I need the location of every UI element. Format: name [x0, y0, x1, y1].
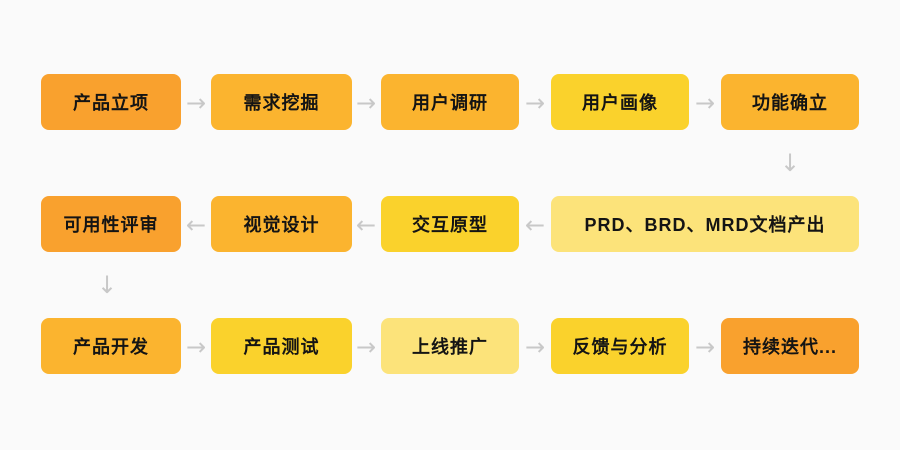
flow-node-label: 需求挖掘 [243, 93, 320, 113]
flow-node-feature-definition: 功能确立 [721, 74, 859, 130]
flow-node-product-testing: 产品测试 [211, 318, 352, 374]
flow-node-label: 上线推广 [412, 337, 488, 357]
flow-node-label: 持续迭代... [742, 337, 837, 357]
flow-node-requirement-mining: 需求挖掘 [211, 74, 352, 130]
flow-node-visual-design: 视觉设计 [211, 196, 352, 252]
flow-node-label: 产品开发 [73, 337, 149, 357]
arrow-right-icon: → [355, 333, 377, 361]
flow-node-label: 反馈与分析 [572, 337, 668, 357]
arrow-left-icon: ← [355, 211, 377, 239]
flow-node-label: 功能确立 [752, 93, 828, 113]
arrow-right-icon: → [185, 333, 207, 361]
flow-node-label: 产品测试 [243, 337, 320, 357]
flow-node-launch-promotion: 上线推广 [381, 318, 519, 374]
arrow-right-icon: → [185, 89, 207, 117]
flow-node-product-development: 产品开发 [41, 318, 181, 374]
flow-node-label: 用户调研 [412, 93, 488, 113]
flow-node-continuous-iteration: 持续迭代... [721, 318, 859, 374]
arrow-right-icon: → [524, 89, 546, 117]
flow-node-label: 可用性评审 [63, 215, 159, 235]
flow-node-user-persona: 用户画像 [551, 74, 689, 130]
arrow-right-icon: → [355, 89, 377, 117]
flow-node-label: PRD、BRD、MRD文档产出 [584, 215, 826, 235]
arrow-right-icon: → [524, 333, 546, 361]
flow-node-feedback-analysis: 反馈与分析 [551, 318, 689, 374]
flow-node-usability-review: 可用性评审 [41, 196, 181, 252]
flow-node-label: 视觉设计 [243, 215, 320, 235]
flow-node-product-initiation: 产品立项 [41, 74, 181, 130]
arrow-down-icon: ↓ [779, 149, 801, 177]
arrow-right-icon: → [694, 333, 716, 361]
arrow-down-icon: ↓ [96, 271, 118, 299]
flow-node-user-research: 用户调研 [381, 74, 519, 130]
arrow-left-icon: ← [185, 211, 207, 239]
arrow-right-icon: → [694, 89, 716, 117]
flow-node-label: 交互原型 [412, 215, 488, 235]
flow-node-prd-brd-mrd-output: PRD、BRD、MRD文档产出 [551, 196, 859, 252]
flow-node-label: 用户画像 [582, 93, 658, 113]
flow-node-label: 产品立项 [73, 93, 149, 113]
arrow-left-icon: ← [524, 211, 546, 239]
flow-node-interaction-prototype: 交互原型 [381, 196, 519, 252]
